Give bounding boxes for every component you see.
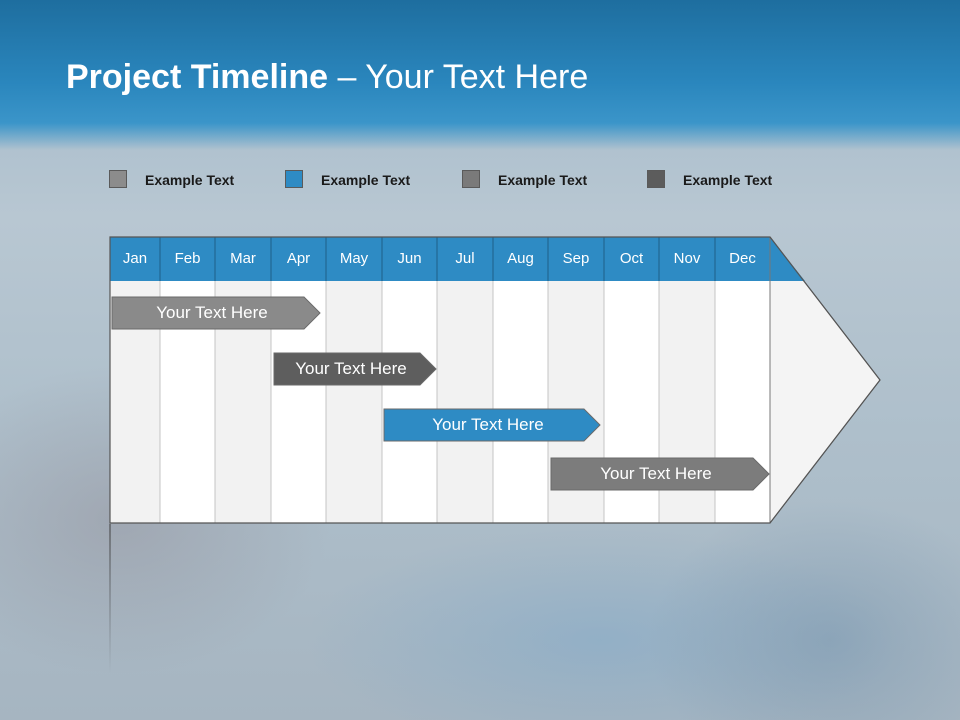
month-label-jul: Jul (455, 250, 475, 267)
month-label-dec: Dec (729, 250, 756, 267)
task-label-1: Your Text Here (156, 303, 268, 322)
month-column-jul (437, 281, 493, 523)
month-column-aug (493, 281, 548, 523)
task-bar-2 (273, 352, 437, 386)
header-band (0, 0, 960, 150)
legend-label-2: Example Text (321, 172, 411, 188)
legend-swatch-2 (285, 170, 303, 188)
grid-reflection (109, 524, 111, 674)
legend-label-3: Example Text (498, 172, 588, 188)
title-bold: Project Timeline (66, 58, 329, 96)
legend-swatch-3 (462, 170, 480, 188)
month-label-apr: Apr (286, 250, 311, 267)
month-label-aug: Aug (507, 250, 534, 267)
task-bar-1 (111, 296, 321, 330)
month-label-feb: Feb (174, 250, 201, 267)
month-column-jun (382, 281, 437, 523)
task-bar-3 (383, 408, 601, 442)
task-label-4: Your Text Here (600, 464, 712, 483)
month-label-jun: Jun (397, 250, 422, 267)
month-label-nov: Nov (673, 250, 701, 267)
month-column-may (326, 281, 382, 523)
task-arrows (111, 296, 770, 491)
legend-swatch-4 (647, 170, 665, 188)
month-label-mar: Mar (230, 250, 256, 267)
month-label-oct: Oct (619, 250, 644, 267)
title-rest: – Your Text Here (328, 58, 589, 96)
legend-swatch-1 (109, 170, 127, 188)
legend-label-4: Example Text (683, 172, 773, 188)
month-label-may: May (339, 250, 369, 267)
task-label-2: Your Text Here (295, 359, 407, 378)
legend-label-1: Example Text (145, 172, 235, 188)
month-label-sep: Sep (562, 250, 590, 267)
page-title: Project Timeline – Your Text Here (66, 58, 588, 97)
task-label-3: Your Text Here (432, 415, 544, 434)
task-bar-4 (550, 457, 770, 491)
month-header-band (110, 237, 805, 281)
month-label-jan: Jan (122, 250, 148, 267)
